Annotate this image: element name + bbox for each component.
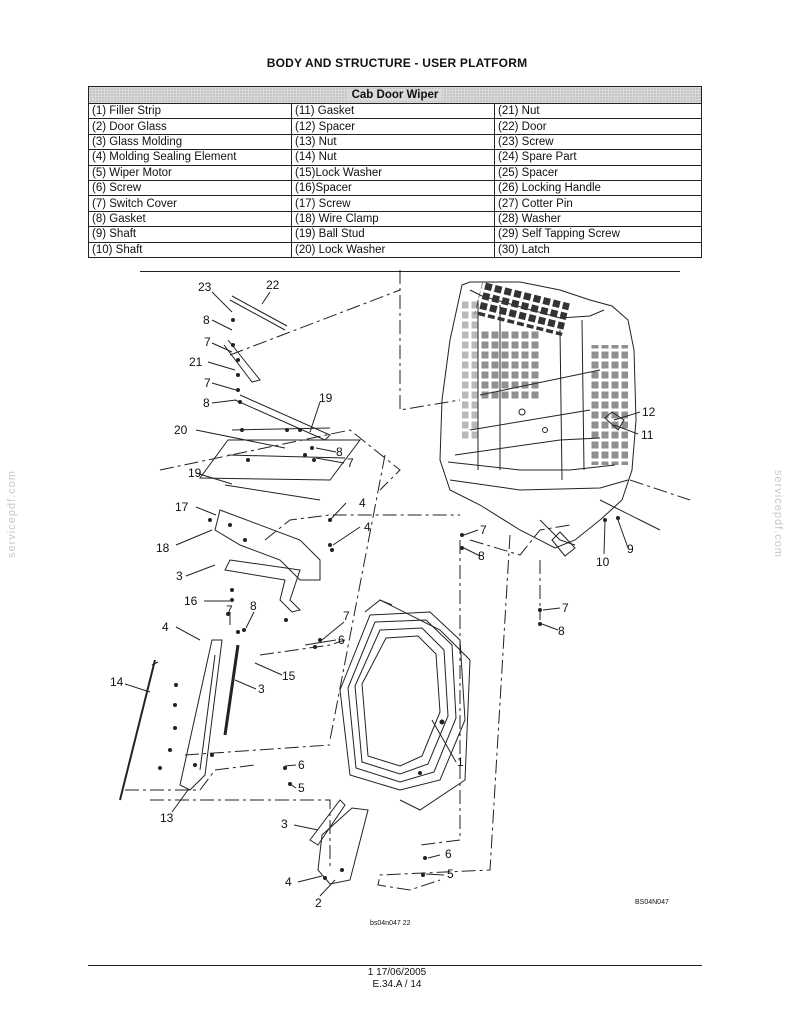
callout: 8: [250, 599, 257, 613]
callout: 11: [641, 428, 654, 442]
table-cell: (17) Screw: [291, 195, 495, 212]
table-cell: (25) Spacer: [494, 164, 702, 181]
callout: 5: [298, 781, 305, 795]
table-header-row: Cab Door Wiper: [88, 86, 702, 104]
upper-rail-assembly: [199, 295, 361, 613]
table-cell: (27) Cotter Pin: [494, 195, 702, 212]
callout: 7: [204, 335, 211, 349]
callout: 14: [110, 675, 124, 689]
callout: 16: [184, 594, 198, 608]
callout: 8: [203, 396, 210, 410]
table-row: (1) Filler Strip (11) Gasket (21) Nut: [88, 102, 702, 120]
callout: 8: [478, 549, 485, 563]
table-header-label: Cab Door Wiper: [347, 89, 443, 101]
callout: 6: [298, 758, 305, 772]
callout: 4: [364, 520, 371, 534]
section-divider: [140, 271, 680, 272]
callout: 22: [266, 278, 280, 292]
callout: 4: [162, 620, 169, 634]
callout: 5: [447, 867, 454, 881]
callout: 15: [282, 669, 296, 683]
footer-divider: [88, 965, 702, 966]
callout: 9: [627, 542, 634, 556]
table-row: (7) Switch Cover (17) Screw (27) Cotter …: [88, 195, 702, 212]
callout: 3: [258, 682, 265, 696]
diagram-code: bs04n047 22: [370, 920, 411, 927]
callout: 8: [558, 624, 565, 638]
footer-page-number: E.34.A / 14: [372, 979, 422, 990]
callout: 8: [203, 313, 210, 327]
table-row: (6) Screw (16)Spacer (26) Locking Handle: [88, 179, 702, 197]
table-cell: (26) Locking Handle: [494, 179, 702, 197]
table-cell: (30) Latch: [494, 241, 702, 258]
callout: 17: [175, 500, 189, 514]
dashed-leader-lines: [125, 270, 691, 891]
callout: 1: [457, 755, 464, 769]
callout: 7: [343, 609, 350, 623]
callout: 20: [174, 423, 188, 437]
table-cell: (22) Door: [494, 118, 702, 135]
callout: 8: [336, 445, 343, 459]
callout: 18: [156, 541, 170, 555]
table-cell: (21) Nut: [494, 102, 702, 120]
cab-body: [439, 280, 661, 557]
callout: 7: [347, 456, 354, 470]
table-cell: (1) Filler Strip: [88, 102, 292, 120]
table-cell: (19) Ball Stud: [291, 226, 495, 243]
callout: 4: [285, 875, 292, 889]
table-row: (9) Shaft (19) Ball Stud (29) Self Tappi…: [88, 226, 702, 243]
callout: 3: [176, 569, 183, 583]
table-cell: (18) Wire Clamp: [291, 210, 495, 228]
callout: 3: [281, 817, 288, 831]
callout: 7: [480, 523, 487, 537]
watermark-left: servicepdf.com: [6, 470, 18, 558]
callout: 21: [189, 355, 203, 369]
table-row: (4) Molding Sealing Element (14) Nut (24…: [88, 149, 702, 166]
callout: 7: [204, 376, 211, 390]
table-cell: (29) Self Tapping Screw: [494, 226, 702, 243]
table-row: (10) Shaft (20) Lock Washer (30) Latch: [88, 241, 702, 258]
callout: 6: [445, 847, 452, 861]
callout: 12: [642, 405, 656, 419]
callout: 19: [188, 466, 202, 480]
callout: 7: [226, 603, 233, 617]
page-title: BODY AND STRUCTURE - USER PLATFORM: [266, 56, 528, 70]
diagram-code: BS04N047: [635, 899, 669, 906]
footer-date: 1 17/06/2005: [367, 967, 427, 978]
table-cell: (20) Lock Washer: [291, 241, 495, 258]
callout-labels: 23 22 8 7 21 7 8 19 20 8 7 19 4 17 4 18 …: [110, 278, 669, 927]
callout: 2: [315, 896, 322, 910]
callout: 23: [198, 280, 212, 294]
callout: 7: [562, 601, 569, 615]
hardware-dots: [158, 318, 620, 880]
table-cell: (11) Gasket: [291, 102, 495, 120]
door-side-parts: [119, 639, 240, 801]
callout: 4: [359, 496, 366, 510]
callout: 10: [596, 555, 610, 569]
table-header: Cab Door Wiper: [88, 86, 702, 104]
door-frame: [309, 599, 471, 885]
callout: 6: [338, 633, 345, 647]
callout-leaders: [124, 291, 641, 897]
callout: 13: [160, 811, 174, 825]
watermark-right: servicepdf.com: [772, 470, 784, 558]
table-cell: (8) Gasket: [88, 210, 292, 228]
callout: 19: [319, 391, 333, 405]
parts-table: Cab Door Wiper (1) Filler Strip (11) Gas…: [88, 86, 702, 258]
